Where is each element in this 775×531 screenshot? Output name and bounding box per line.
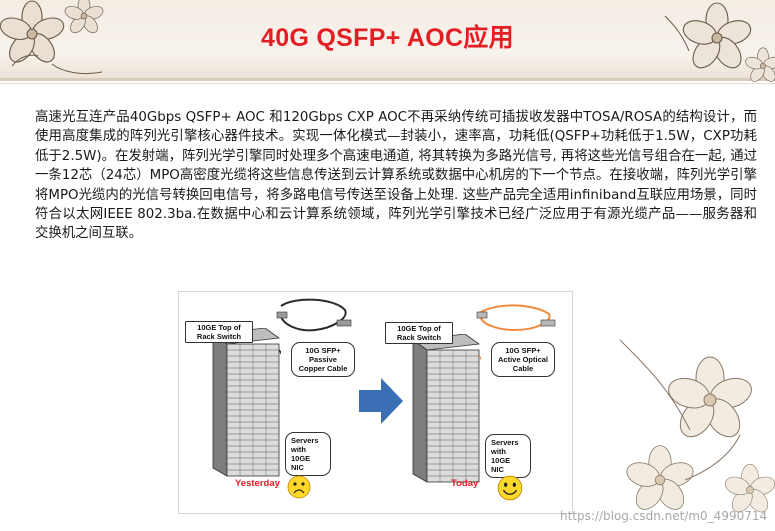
server-rack-left bbox=[211, 328, 281, 477]
sad-face-icon bbox=[287, 475, 311, 499]
caption-today: Today bbox=[451, 478, 479, 489]
switch-label-right: 10GE Top of Rack Switch bbox=[385, 322, 453, 344]
right-arrow-icon bbox=[359, 378, 403, 424]
cable-callout-right: 10G SFP+ Active Optical Cable bbox=[491, 342, 555, 377]
header-divider bbox=[0, 78, 775, 81]
header-divider-thin bbox=[0, 83, 775, 84]
caption-yesterday: Yesterday bbox=[235, 478, 280, 489]
header-band bbox=[0, 0, 775, 78]
flower-decoration-top-right bbox=[664, 2, 775, 82]
watermark-url: https://blog.csdn.net/m0_4990714 bbox=[560, 509, 768, 523]
aoc-comparison-diagram: 10GE Top of Rack Switch 10G SFP+ Passive… bbox=[178, 291, 573, 514]
body-paragraph: 高速光互连产品40Gbps QSFP+ AOC 和120Gbps CXP AOC… bbox=[35, 110, 757, 242]
server-rack-right bbox=[411, 334, 481, 483]
flower-decoration-bottom-right bbox=[619, 339, 775, 513]
happy-face-icon bbox=[497, 475, 523, 501]
servers-callout-left: Servers with 10GE NIC bbox=[285, 432, 331, 476]
slide-title: 40G QSFP+ AOC应用 bbox=[261, 24, 514, 52]
servers-callout-right: Servers with 10GE NIC bbox=[485, 434, 531, 478]
flower-decoration-top-left bbox=[0, 0, 104, 75]
copper-cable-image bbox=[276, 298, 352, 332]
optical-cable-image bbox=[476, 304, 556, 332]
cable-callout-left: 10G SFP+ Passive Copper Cable bbox=[291, 342, 355, 377]
switch-label-left: 10GE Top of Rack Switch bbox=[185, 321, 253, 343]
